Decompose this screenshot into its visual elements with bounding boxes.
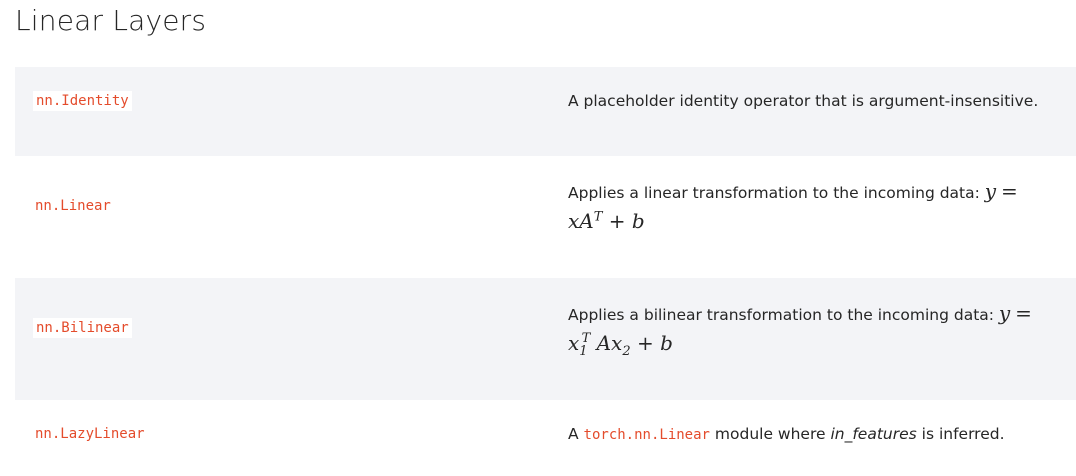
formula-x: x xyxy=(568,209,580,233)
module-description: Applies a linear transformation to the i… xyxy=(568,179,1068,205)
linear-formula: xAT + b xyxy=(568,209,1068,235)
formula-transpose: T xyxy=(593,209,603,225)
torch-nn-linear-link[interactable]: torch.nn.Linear xyxy=(583,427,710,443)
formula-x2: x xyxy=(611,331,623,355)
bilinear-formula: x1T Ax2 + b xyxy=(568,331,1068,359)
formula-b: b xyxy=(660,331,673,355)
table-row: nn.LazyLinear A torch.nn.Linear module w… xyxy=(15,400,1076,470)
module-link-identity[interactable]: nn.Identity xyxy=(33,91,132,111)
formula-a: A xyxy=(596,331,612,355)
formula-a: A xyxy=(579,209,594,233)
formula-equals: = xyxy=(1001,179,1018,203)
module-description: A torch.nn.Linear module where in_featur… xyxy=(568,422,1068,447)
formula-plus: + xyxy=(608,209,626,233)
module-description: A placeholder identity operator that is … xyxy=(568,92,1039,110)
description-text: module where xyxy=(709,425,831,443)
description-text: Applies a linear transformation to the i… xyxy=(568,184,985,202)
page-title: Linear Layers xyxy=(15,4,207,37)
formula-x1: x xyxy=(568,331,580,355)
formula-transpose: T xyxy=(581,331,591,347)
formula-lhs: y xyxy=(984,179,997,203)
table-row: nn.Identity A placeholder identity opera… xyxy=(15,67,1076,156)
table-row: nn.Linear Applies a linear transformatio… xyxy=(15,156,1076,278)
in-features-term: in_features xyxy=(830,425,917,443)
formula-sub-2: 2 xyxy=(622,344,631,359)
formula-sub-1: 1 xyxy=(579,344,588,359)
layer-table: nn.Identity A placeholder identity opera… xyxy=(15,67,1076,470)
formula-lhs: y xyxy=(998,301,1011,325)
module-description: Applies a bilinear transformation to the… xyxy=(568,301,1068,327)
formula-equals: = xyxy=(1015,301,1032,325)
description-text: A xyxy=(568,425,584,443)
table-row: nn.Bilinear Applies a bilinear transform… xyxy=(15,278,1076,400)
formula-plus: + xyxy=(636,331,654,355)
module-link-bilinear[interactable]: nn.Bilinear xyxy=(33,318,132,338)
module-link-linear[interactable]: nn.Linear xyxy=(35,198,111,214)
description-text: Applies a bilinear transformation to the… xyxy=(568,306,999,324)
description-text: is inferred. xyxy=(916,425,1005,443)
formula-b: b xyxy=(631,209,645,233)
module-link-lazylinear[interactable]: nn.LazyLinear xyxy=(35,426,145,442)
